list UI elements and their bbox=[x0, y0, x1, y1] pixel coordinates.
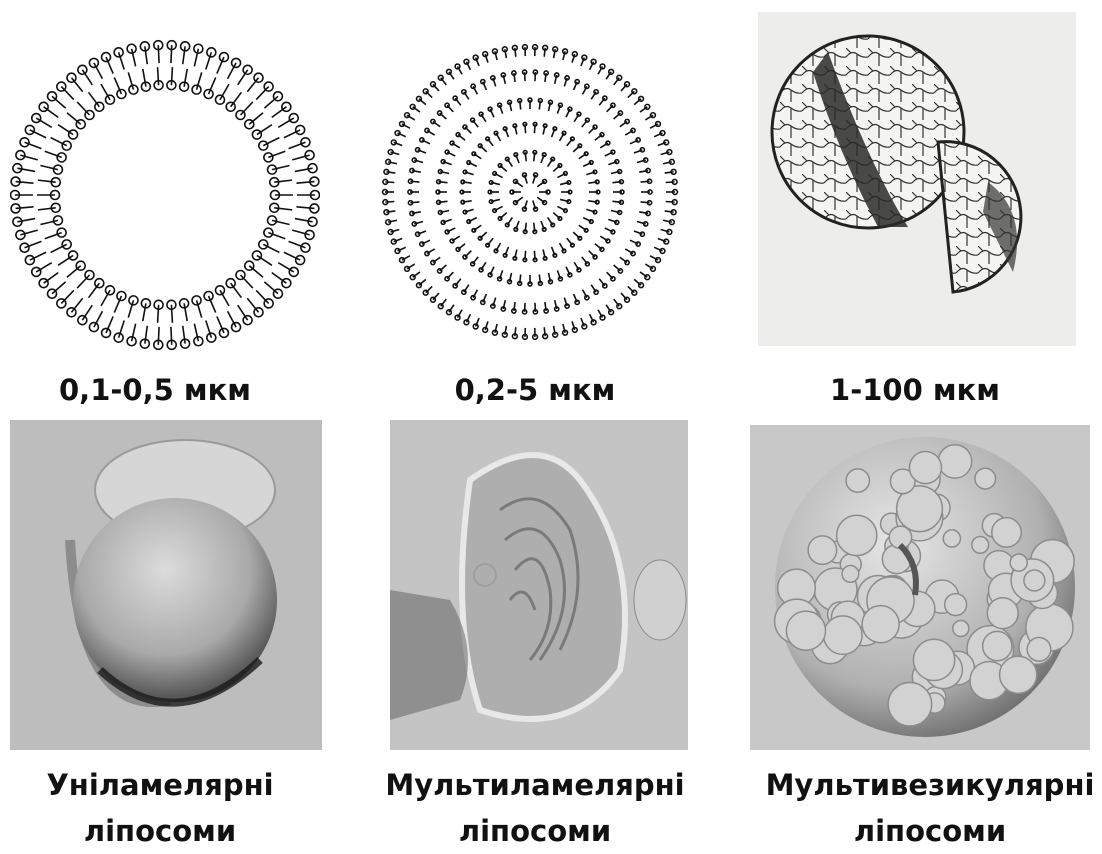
name-line2: ліпосоми bbox=[380, 808, 690, 854]
name-line1: Уніламелярні bbox=[30, 762, 290, 808]
multivesicular-micrograph bbox=[750, 425, 1090, 750]
name-label-multivesicular: Мультивезикулярні ліпосоми bbox=[760, 762, 1100, 854]
multilamellar-schematic bbox=[380, 40, 680, 345]
vesicle-sphere-left bbox=[772, 36, 964, 228]
unilamellar-micrograph bbox=[10, 420, 322, 750]
name-line2: ліпосоми bbox=[760, 808, 1100, 854]
unilamellar-schematic bbox=[10, 35, 320, 355]
name-line2: ліпосоми bbox=[30, 808, 290, 854]
name-label-multilamellar: Мультиламелярні ліпосоми bbox=[380, 762, 690, 854]
vesicle-sphere-right bbox=[938, 142, 1021, 292]
multivesicular-drawing bbox=[758, 12, 1076, 346]
name-label-unilamellar: Уніламелярні ліпосоми bbox=[30, 762, 290, 854]
name-line1: Мультиламелярні bbox=[380, 762, 690, 808]
name-line1: Мультивезикулярні bbox=[760, 762, 1100, 808]
size-label-unilamellar: 0,1-0,5 мкм bbox=[40, 373, 270, 407]
size-label-multilamellar: 0,2-5 мкм bbox=[420, 373, 650, 407]
size-label-multivesicular: 1-100 мкм bbox=[800, 373, 1030, 407]
multilamellar-micrograph bbox=[390, 420, 688, 750]
